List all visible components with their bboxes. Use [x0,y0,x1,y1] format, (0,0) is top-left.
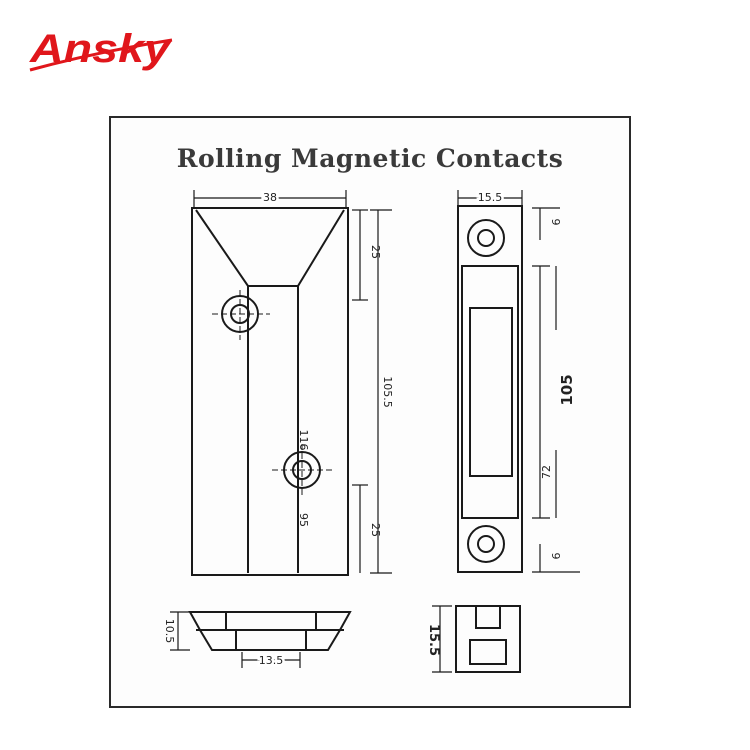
drawing-title: Rolling Magnetic Contacts [176,144,564,173]
side-lower-hole-outer [467,525,505,563]
front-view-taper [195,209,345,287]
dim-bottom-slot: 13.5 [259,654,284,667]
dim-bottom-height: 10.5 [163,619,176,644]
dim-bottom-section: 25 [369,523,382,537]
dim-side-bottom-margin: 9 [549,553,562,560]
dim-side-width: 15.5 [478,191,503,204]
end-view-inner [469,639,507,665]
side-upper-hole-outer [467,219,505,257]
side-view-body [457,205,523,573]
dim-end-height: 15.5 [426,624,441,656]
dim-front-width: 38 [263,191,277,204]
dim-side-top-margin: 9 [549,219,562,226]
brand-logo-swoosh [29,38,173,72]
front-view-body [191,207,349,576]
brand-logo: Ansky [29,27,173,72]
dim-top-section: 25 [369,245,382,259]
side-view-inner-frame [461,265,519,519]
side-upper-hole-inner [477,229,495,247]
side-lower-hole-inner [477,535,495,553]
side-view-slot [469,307,513,477]
dim-total-length: 105.5 [381,376,394,408]
dim-side-inner: 72 [540,465,553,479]
end-view-slot [475,605,501,629]
dim-hole-offset-upper: 116 [297,430,310,451]
dim-side-length: 105 [558,374,576,405]
drawing-frame: Rolling Magnetic Contacts [109,116,631,708]
dim-hole-offset-lower: 95 [297,513,310,527]
